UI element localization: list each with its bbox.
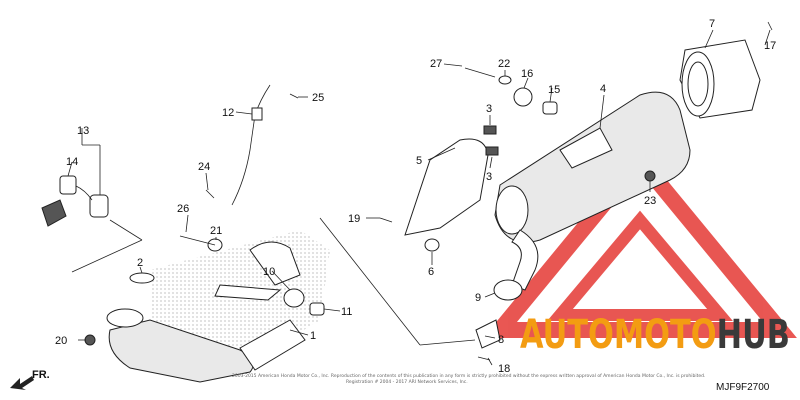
callout-15: 15: [548, 84, 560, 96]
callout-1: 1: [310, 330, 316, 342]
nut-23: [644, 170, 656, 182]
copyright-line-2: Registration # 2004 - 2017 ARI Network S…: [346, 379, 468, 385]
end-cap: [679, 39, 761, 119]
bolts: [179, 21, 773, 361]
callout-labels: 1 2 3 3 4 5 6 7 8 9 10 11 12 13 14 15 16…: [55, 18, 776, 375]
grommet-10: [283, 288, 305, 308]
callout-6: 6: [428, 266, 434, 278]
callout-4: 4: [600, 83, 606, 95]
callout-14: 14: [66, 156, 78, 168]
grommet-16: [513, 87, 533, 107]
band-8: [475, 319, 501, 349]
callout-18: 18: [498, 363, 510, 375]
arrow-left-icon: [10, 376, 34, 390]
washer-22: [498, 75, 512, 85]
callout-8: 8: [498, 334, 504, 346]
nut-20: [84, 334, 96, 346]
callout-16: 16: [521, 68, 533, 80]
nut-3a: [483, 125, 497, 135]
o2-sensor: [41, 175, 109, 227]
callout-10: 10: [263, 266, 275, 278]
callout-21: 21: [210, 225, 222, 237]
front-direction-indicator: FR.: [10, 369, 50, 390]
callout-9: 9: [475, 292, 481, 304]
gasket: [129, 272, 155, 284]
callout-3b: 3: [486, 171, 492, 183]
callout-27: 27: [430, 58, 442, 70]
grommet-6: [424, 238, 440, 252]
callout-7: 7: [709, 18, 715, 30]
callout-17: 17: [764, 40, 776, 52]
muffler: [494, 91, 691, 291]
collar-15: [542, 101, 558, 115]
callout-11: 11: [341, 306, 352, 318]
heat-shield: [404, 138, 489, 236]
watermark-logo-icon: [483, 147, 797, 338]
callout-19: 19: [348, 213, 360, 225]
callout-26: 26: [177, 203, 189, 215]
callout-25: 25: [312, 92, 324, 104]
diagram-code: MJF9F2700: [716, 382, 770, 393]
callout-13: 13: [77, 125, 89, 137]
callout-2: 2: [137, 257, 143, 269]
watermark-part2: HUB: [717, 312, 790, 358]
exhaust-pipe: [106, 241, 306, 383]
callout-20: 20: [55, 335, 67, 347]
callout-23: 23: [644, 195, 656, 207]
callout-22: 22: [498, 58, 510, 70]
direction-label: FR.: [32, 369, 50, 381]
callout-12: 12: [222, 107, 234, 119]
callout-5: 5: [416, 155, 422, 167]
callout-3a: 3: [486, 103, 492, 115]
watermark-text: AUTOMOTOHUB: [520, 312, 790, 358]
callout-24: 24: [198, 161, 210, 173]
sensor-wire: [231, 84, 271, 206]
leader-lines: [67, 29, 771, 366]
copyright-line-1: 2003-2015 American Honda Motor Co., Inc.…: [232, 373, 705, 379]
collar-11: [309, 302, 325, 316]
wire-clip: [251, 107, 263, 121]
nut-3b: [485, 146, 499, 156]
watermark-part1: AUTOMOTO: [520, 312, 717, 358]
gasket-9: [493, 279, 523, 301]
